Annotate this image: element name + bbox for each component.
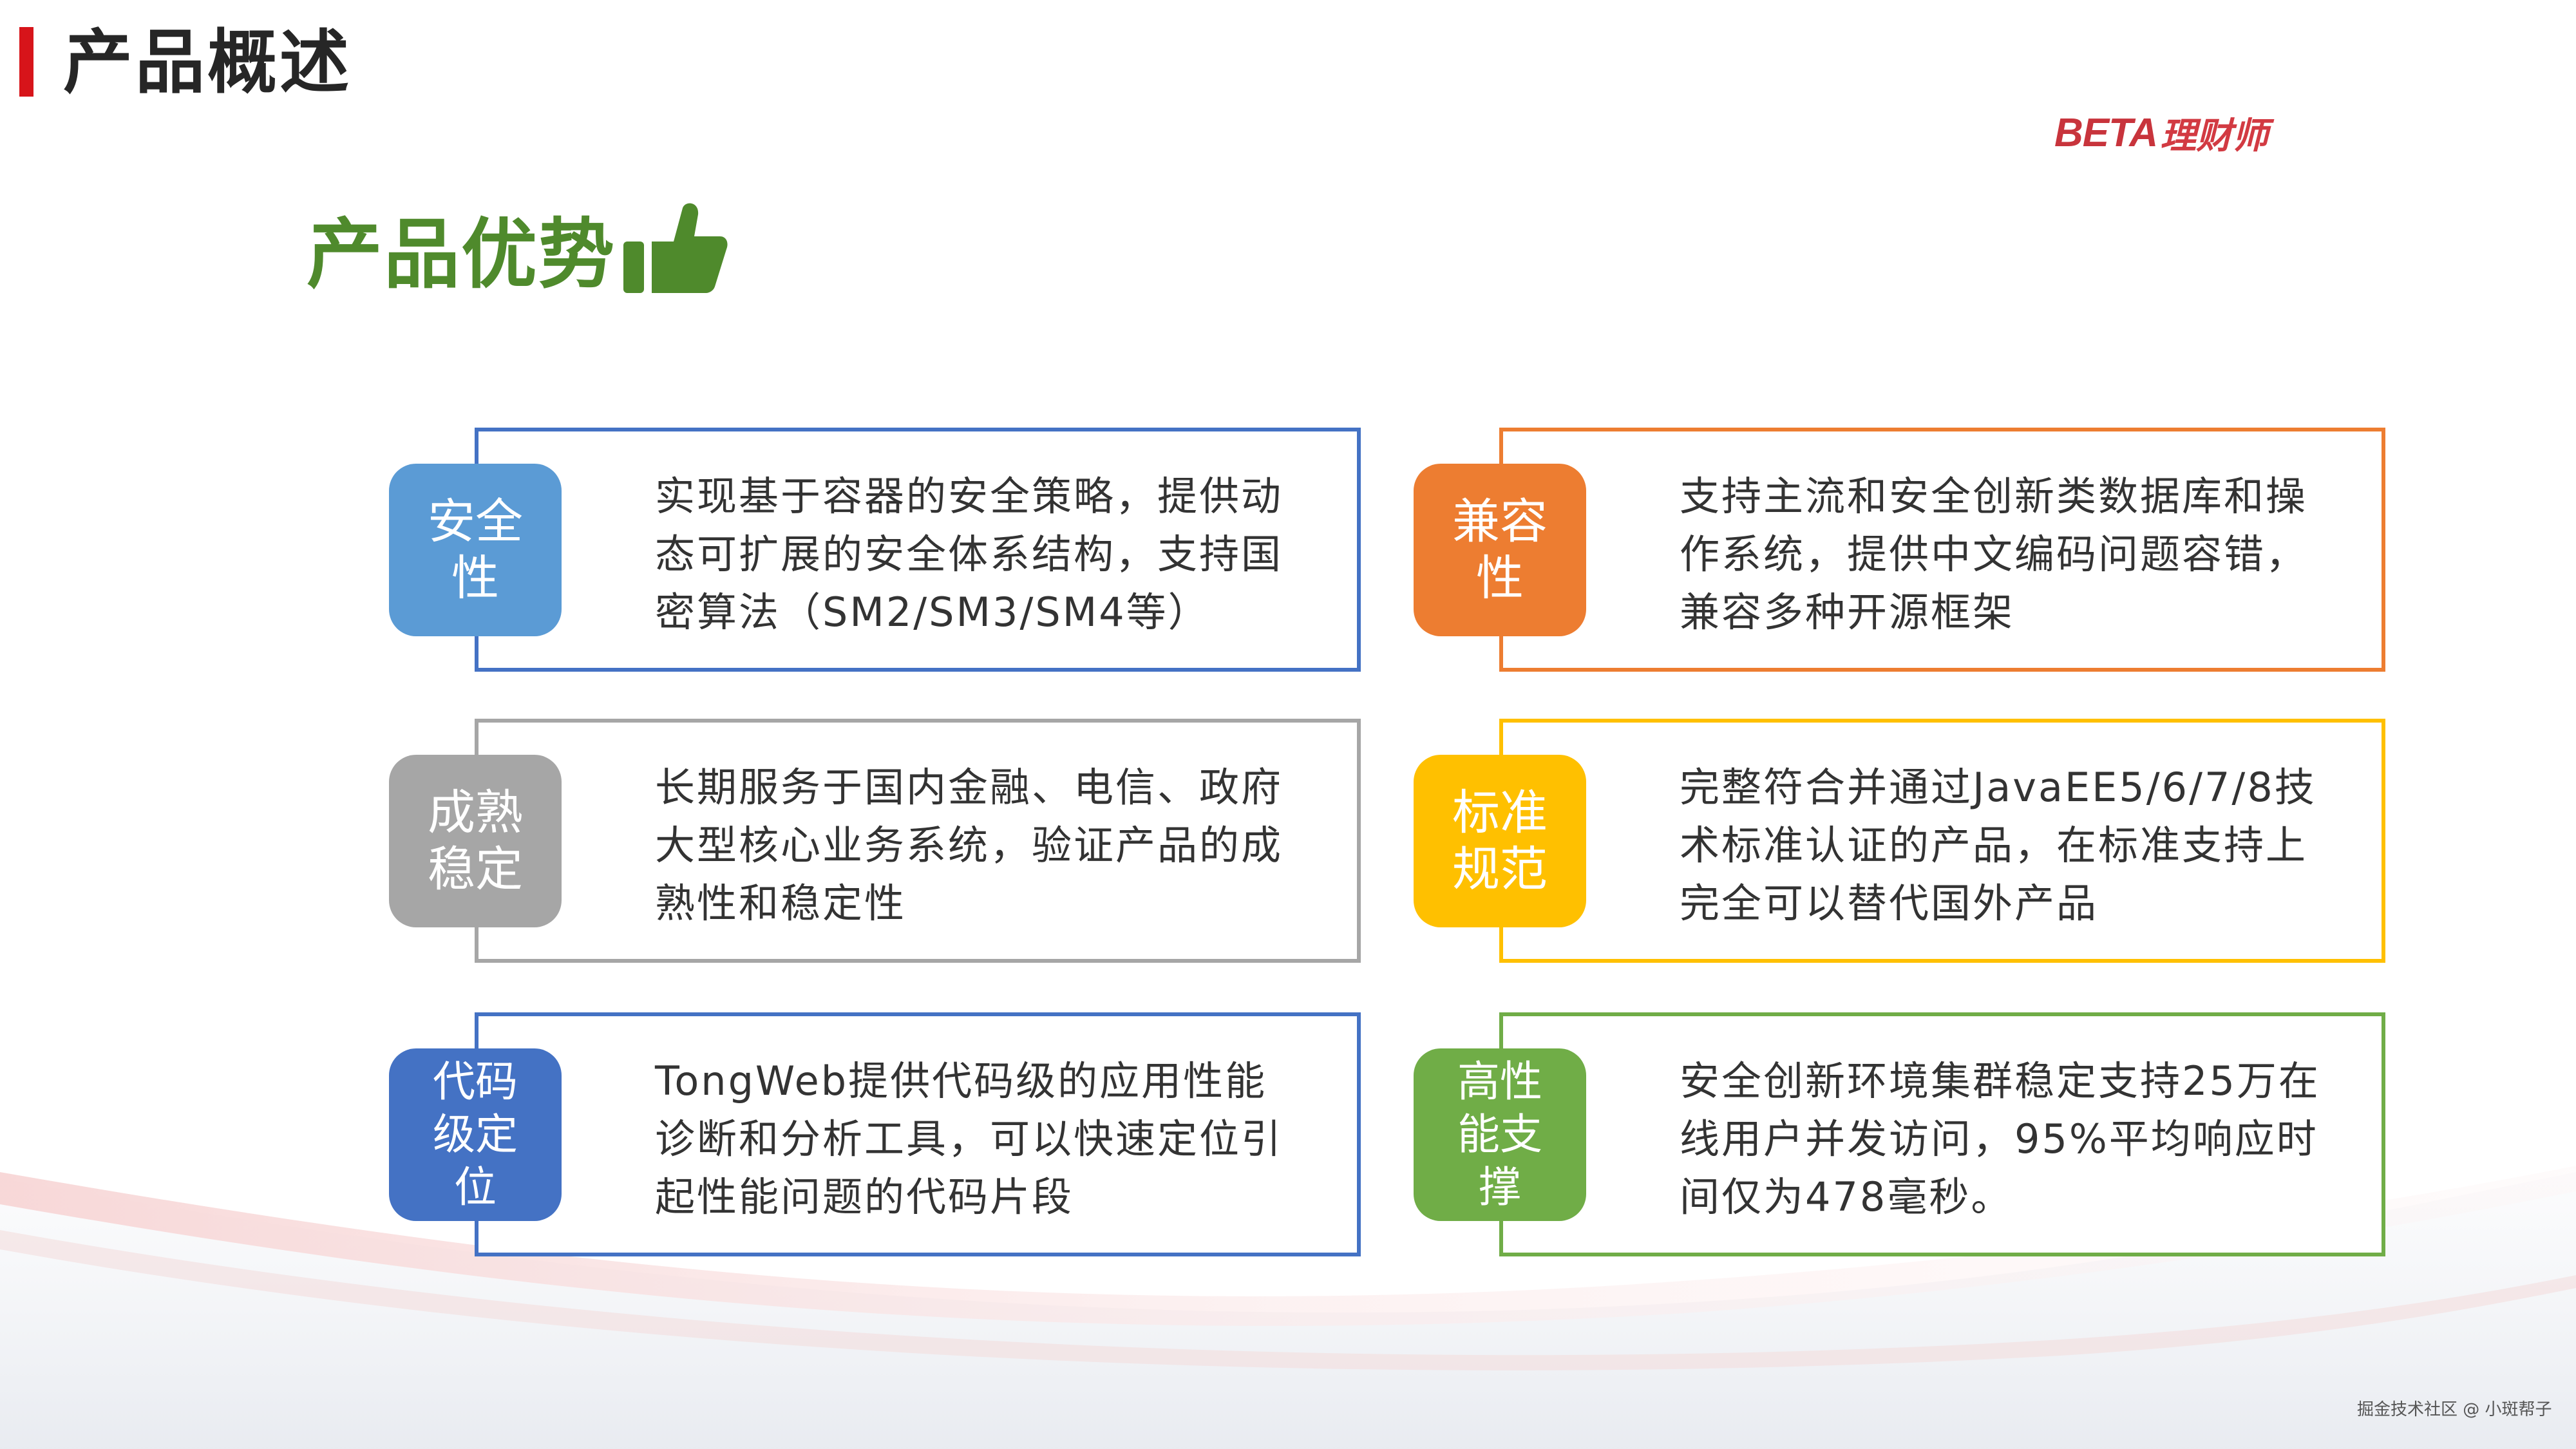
badge-standards: 标准规范 [1414,755,1586,927]
background-wave [0,1166,2576,1449]
logo-latin: BETA [2054,110,2158,155]
feature-card-security: 实现基于容器的安全策略，提供动态可扩展的安全体系结构，支持国密算法（SM2/SM… [475,428,1361,672]
badge-performance: 高性能支撑 [1414,1048,1586,1221]
badge-compatibility: 兼容性 [1414,464,1586,636]
watermark: 掘金技术社区 @ 小斑帮子 [2357,1400,2552,1419]
logo-chinese: 理财师 [2160,115,2269,157]
feature-text-security: 实现基于容器的安全策略，提供动态可扩展的安全体系结构，支持国密算法（SM2/SM… [655,473,1283,636]
title-accent-bar [19,27,33,97]
feature-card-code-level: TongWeb提供代码级的应用性能诊断和分析工具，可以快速定位引起性能问题的代码… [475,1012,1361,1256]
badge-security: 安全性 [389,464,562,636]
feature-text-compatibility: 支持主流和安全创新类数据库和操作系统，提供中文编码问题容错，兼容多种开源框架 [1680,473,2308,636]
page-title: 产品概述 [63,23,352,103]
brand-logo: BETA 理财师 [2054,107,2268,158]
feature-card-compatibility: 支持主流和安全创新类数据库和操作系统，提供中文编码问题容错，兼容多种开源框架 [1499,428,2385,672]
feature-card-stability: 长期服务于国内金融、电信、政府大型核心业务系统，验证产品的成熟性和稳定性 [475,719,1361,963]
feature-card-performance: 安全创新环境集群稳定支持25万在线用户并发访问，95%平均响应时间仅为478毫秒… [1499,1012,2385,1256]
feature-text-code-level: TongWeb提供代码级的应用性能诊断和分析工具，可以快速定位引起性能问题的代码… [655,1057,1283,1220]
feature-text-standards: 完整符合并通过JavaEE5/6/7/8技术标准认证的产品，在标准支持上完全可以… [1680,764,2316,927]
thumbs-up-icon [623,203,728,293]
feature-text-performance: 安全创新环境集群稳定支持25万在线用户并发访问，95%平均响应时间仅为478毫秒… [1680,1057,2320,1220]
section-title: 产品优势 [307,210,616,299]
badge-code-level: 代码级定位 [389,1048,562,1221]
feature-text-stability: 长期服务于国内金融、电信、政府大型核心业务系统，验证产品的成熟性和稳定性 [655,764,1283,927]
badge-stability: 成熟稳定 [389,755,562,927]
feature-card-standards: 完整符合并通过JavaEE5/6/7/8技术标准认证的产品，在标准支持上完全可以… [1499,719,2385,963]
